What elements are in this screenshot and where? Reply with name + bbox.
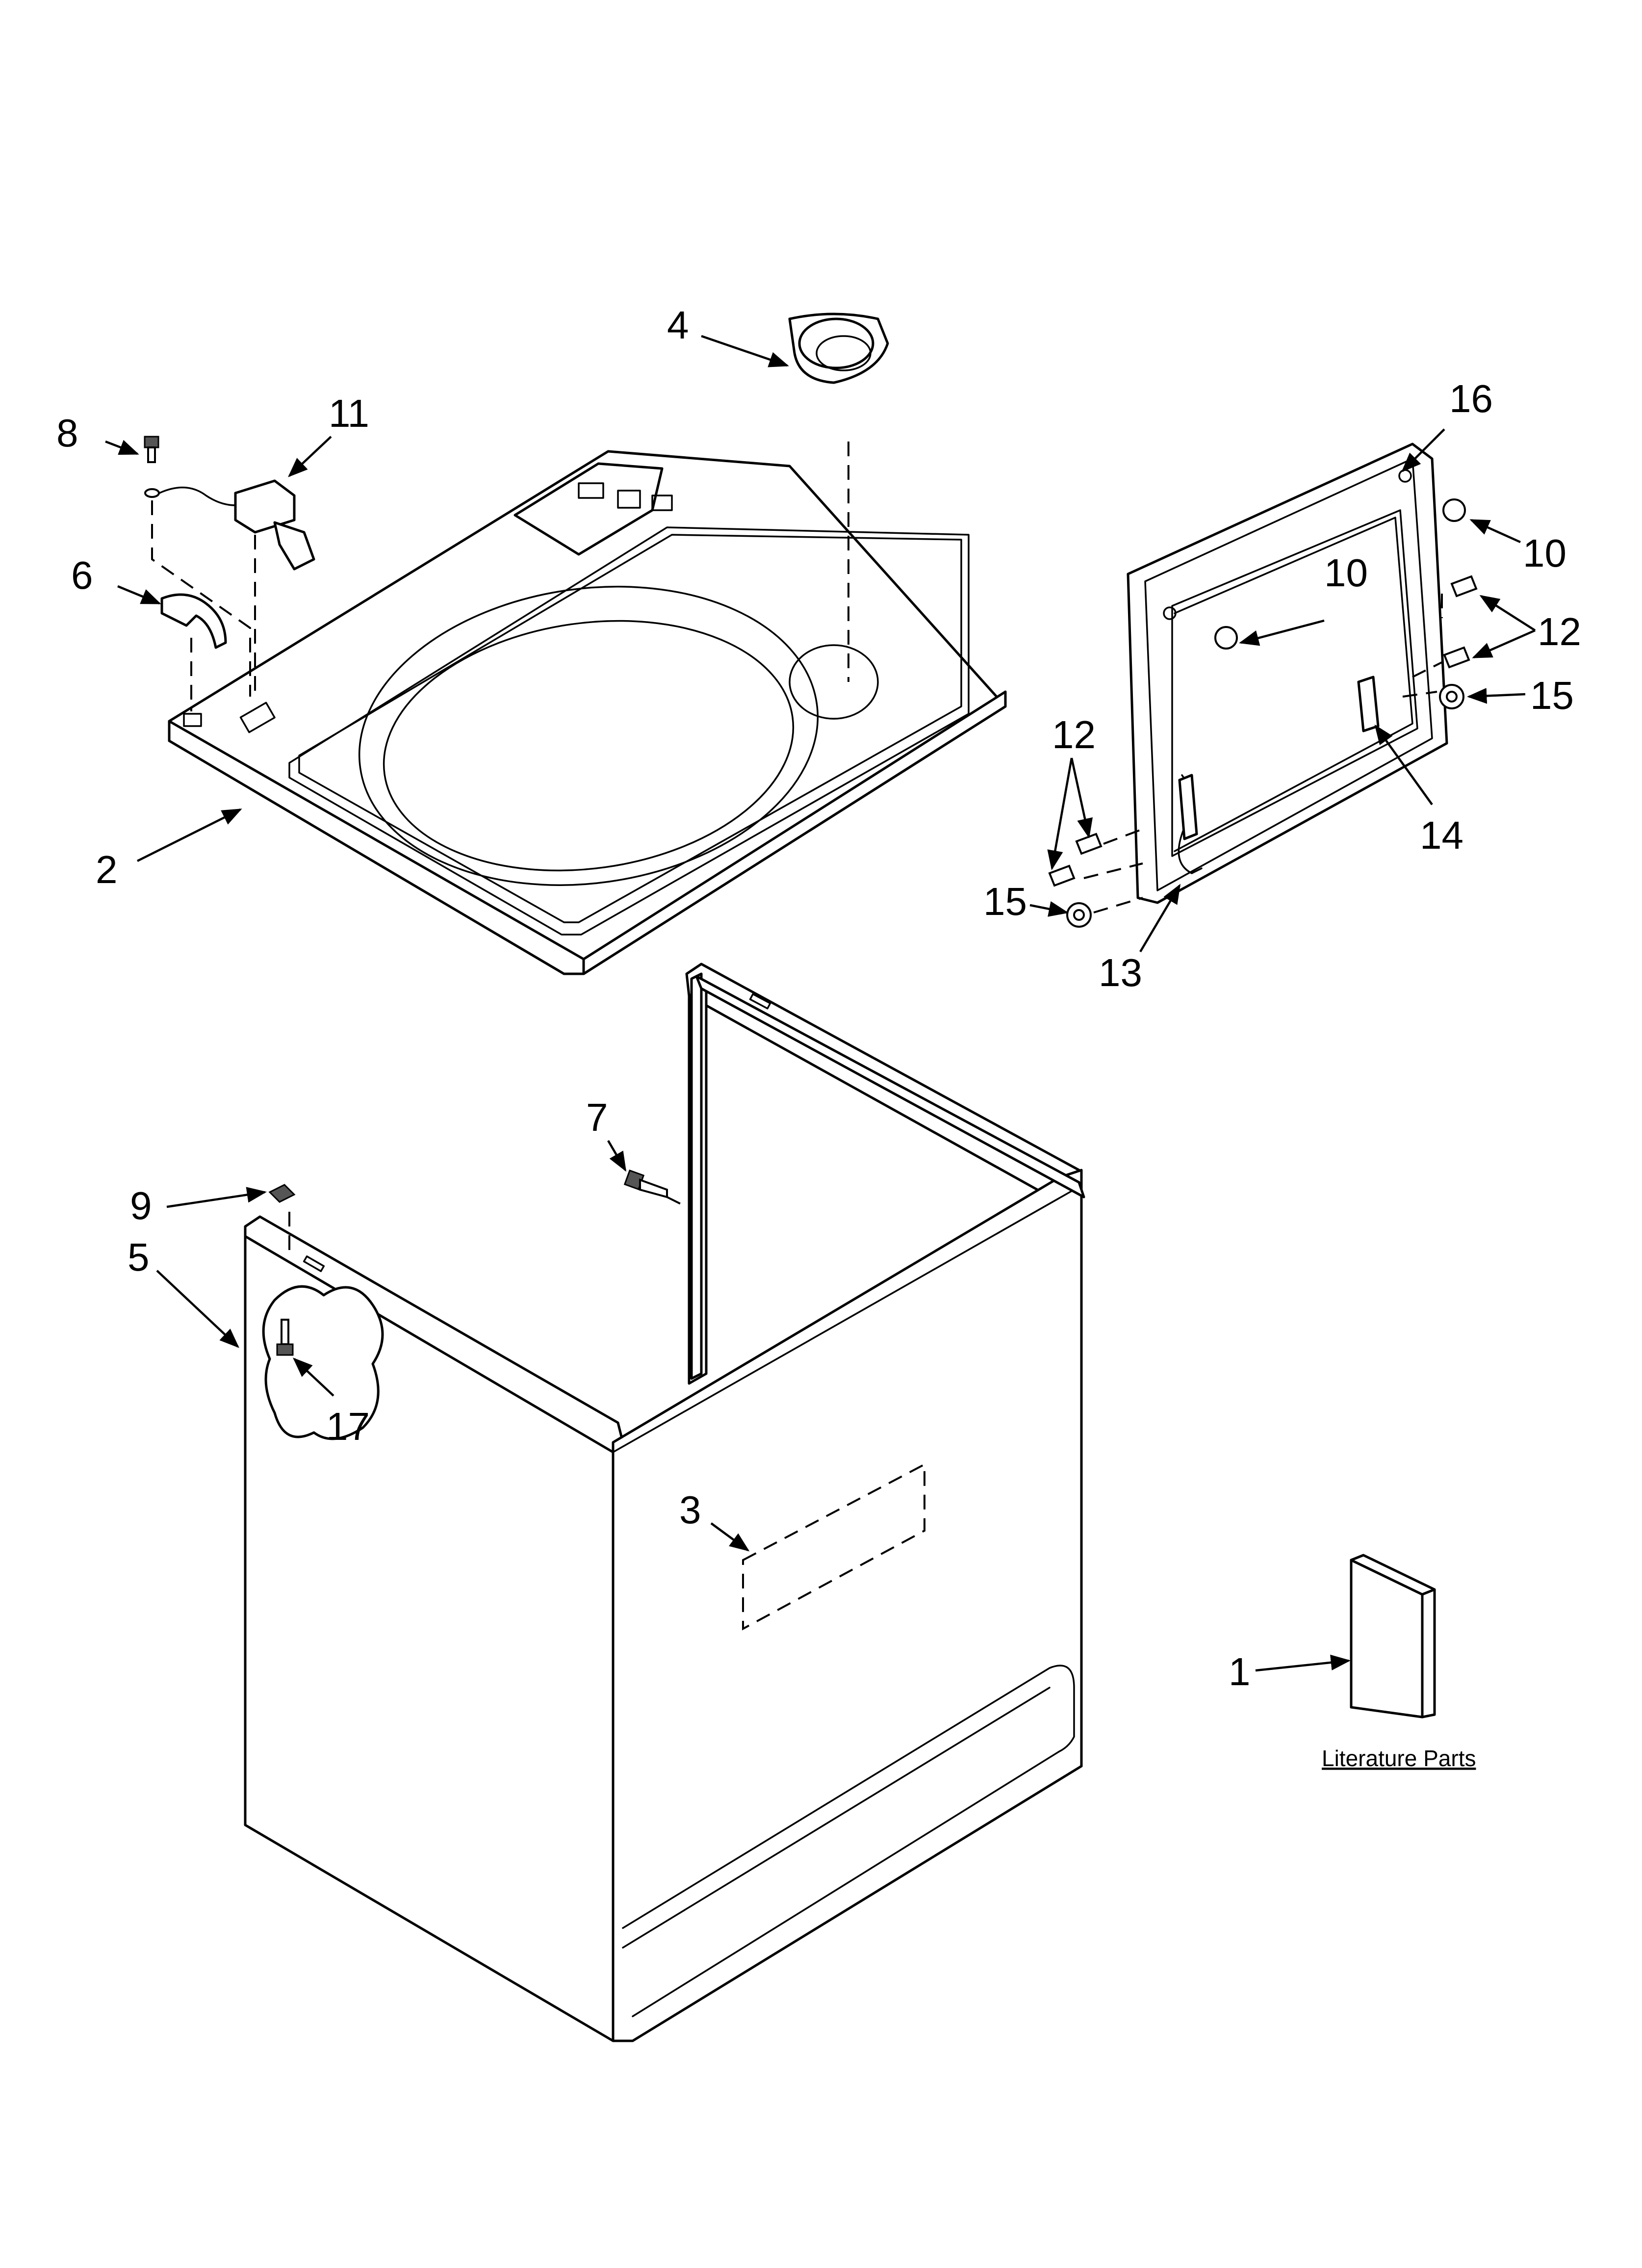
callout-2: 2 xyxy=(96,848,118,891)
callout-4: 4 xyxy=(667,303,689,347)
top-panel xyxy=(168,450,1007,975)
lid xyxy=(1127,443,1448,904)
callout-10-right: 10 xyxy=(1523,531,1566,575)
callout-14: 14 xyxy=(1420,813,1463,857)
screw-part-7 xyxy=(623,1169,668,1199)
literature-parts xyxy=(1350,1554,1436,1719)
callout-5: 5 xyxy=(128,1235,150,1279)
lid-switch-part-11 xyxy=(158,479,315,571)
callout-15-right: 15 xyxy=(1530,674,1574,717)
hinge-part-14 xyxy=(1357,676,1380,732)
callout-15-left: 15 xyxy=(983,880,1027,923)
callout-11: 11 xyxy=(329,391,369,435)
callout-12-left: 12 xyxy=(1052,713,1096,756)
screw-part-17 xyxy=(276,1319,294,1356)
callout-1: 1 xyxy=(1229,1650,1251,1694)
callout-8: 8 xyxy=(56,411,78,455)
nut-part-15 xyxy=(1066,684,1464,928)
leader-arrows xyxy=(105,335,1536,1672)
cabinet xyxy=(244,963,1085,2042)
callout-16: 16 xyxy=(1449,377,1493,420)
callout-17: 17 xyxy=(326,1405,370,1448)
assembly-lines xyxy=(151,442,1443,1256)
callout-12-right: 12 xyxy=(1538,610,1581,653)
callout-9: 9 xyxy=(130,1184,152,1227)
callout-labels: 4 16 8 11 6 10 10 12 15 12 14 2 15 13 7 … xyxy=(56,303,1581,1771)
hinge-part-13 xyxy=(1178,774,1203,874)
callout-6: 6 xyxy=(71,553,93,597)
callout-3: 3 xyxy=(679,1488,701,1532)
clip-part-6 xyxy=(160,593,227,649)
bumper-part-10 xyxy=(1214,498,1466,650)
callout-13: 13 xyxy=(1099,951,1142,994)
callout-10-lid: 10 xyxy=(1324,551,1368,595)
literature-parts-label[interactable]: Literature Parts xyxy=(1322,1746,1476,1771)
dispenser-cap xyxy=(788,313,889,384)
callout-7: 7 xyxy=(586,1095,608,1139)
screw-part-8 xyxy=(144,436,160,498)
clip-part-9 xyxy=(268,1184,296,1203)
